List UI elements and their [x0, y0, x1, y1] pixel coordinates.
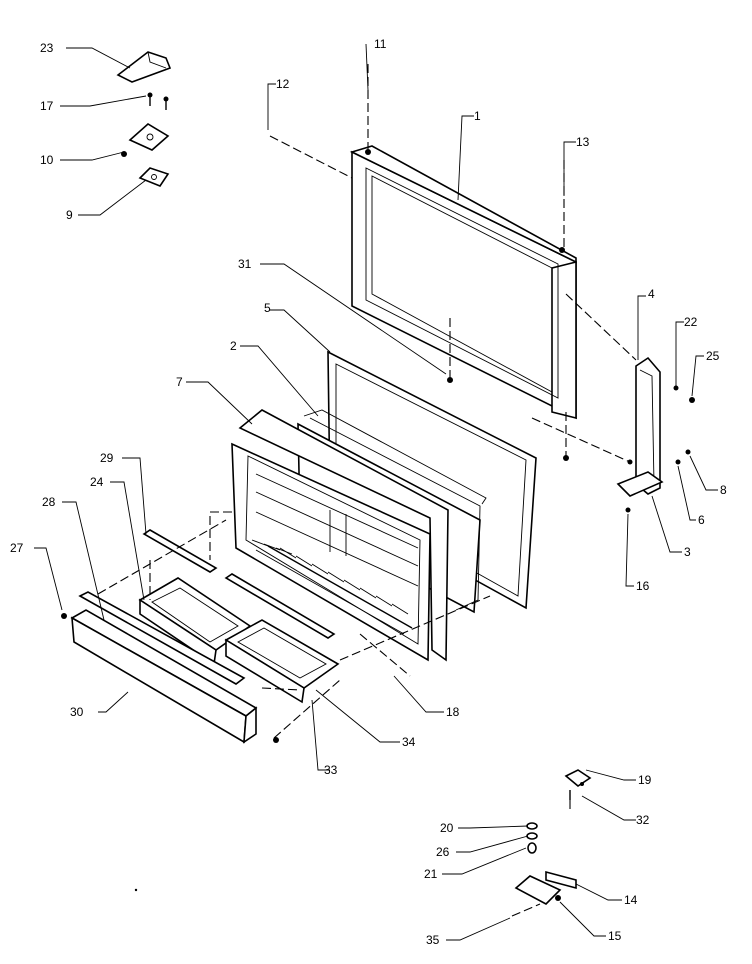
callout-4: 4	[648, 287, 655, 301]
callout-8: 8	[720, 483, 727, 497]
roller-stack-parts-20-26-21	[526, 822, 538, 854]
callout-labels: 1 2 3 4 5 6 7 8 9 10 11 12 13 14 15 16 1…	[10, 37, 727, 947]
callout-12: 12	[276, 77, 290, 91]
callout-19: 19	[638, 773, 652, 787]
callout-22: 22	[684, 315, 698, 329]
rail-part-34	[224, 573, 336, 639]
callout-27: 27	[10, 541, 24, 555]
callout-31: 31	[238, 257, 252, 271]
callout-33: 33	[324, 763, 338, 777]
assembly-lines	[97, 64, 637, 917]
callout-3: 3	[684, 545, 691, 559]
callout-16: 16	[636, 579, 650, 593]
basket-part-33	[224, 619, 340, 704]
callout-18: 18	[446, 705, 460, 719]
callout-6: 6	[698, 513, 705, 527]
callout-29: 29	[100, 451, 114, 465]
bracket-part-19	[564, 769, 592, 800]
hinge-screws-part-17	[147, 92, 169, 110]
roller-bracket-part-15	[514, 870, 577, 905]
callout-28: 28	[42, 495, 56, 509]
callout-25: 25	[706, 349, 720, 363]
callout-17: 17	[40, 99, 54, 113]
callout-9: 9	[66, 208, 73, 222]
callout-23: 23	[40, 41, 54, 55]
callout-11: 11	[374, 37, 387, 51]
callout-5: 5	[264, 301, 271, 315]
callout-21: 21	[424, 867, 438, 881]
basket-frame-part-7	[231, 409, 449, 662]
callout-2: 2	[230, 339, 237, 353]
hinge-plate-part-9	[138, 167, 170, 187]
callout-35: 35	[426, 933, 440, 947]
callout-14: 14	[624, 893, 638, 907]
callout-32: 32	[636, 813, 650, 827]
door-outer-panel-part-1	[349, 145, 577, 420]
trim-strip-part-28	[78, 591, 246, 685]
hinge-bracket-part-10	[121, 123, 170, 157]
callout-7: 7	[176, 375, 183, 389]
callout-1: 1	[474, 109, 481, 123]
stray-dot	[134, 888, 138, 892]
callout-15: 15	[608, 929, 622, 943]
trim-strip-part-29	[142, 529, 218, 573]
callout-10: 10	[40, 153, 54, 167]
callout-30: 30	[70, 705, 84, 719]
callout-13: 13	[576, 135, 590, 149]
callout-20: 20	[440, 821, 454, 835]
hinge-cover-part-23	[116, 51, 172, 83]
callout-34: 34	[402, 735, 416, 749]
drawer-front-part-30	[61, 609, 279, 744]
callout-24: 24	[90, 475, 104, 489]
callout-leaders	[34, 43, 718, 941]
callout-26: 26	[436, 845, 450, 859]
hinge-pins	[447, 377, 695, 513]
